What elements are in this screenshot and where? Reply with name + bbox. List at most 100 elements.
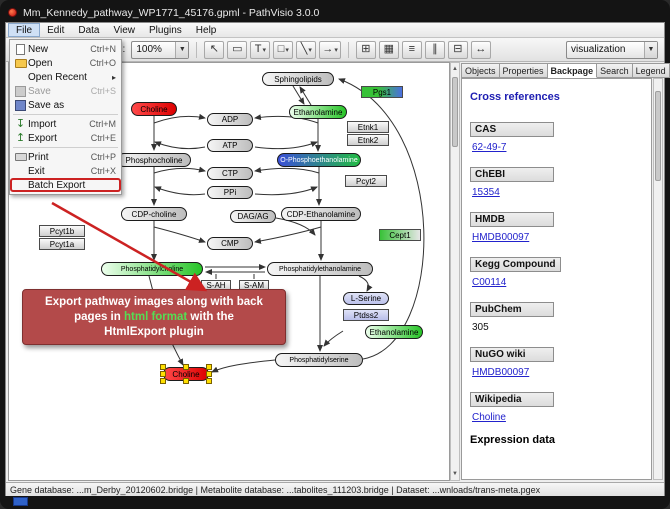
menu-separator xyxy=(13,114,118,115)
node-ethanolamine[interactable]: Ethanolamine xyxy=(365,325,423,339)
canvas-vertical-scrollbar[interactable]: ▲ ▼ xyxy=(450,62,460,481)
node-cdp-ethanolamine[interactable]: CDP-Ethanolamine xyxy=(281,207,361,221)
node-sphingolipids[interactable]: Sphingolipids xyxy=(262,72,334,86)
label-tool-button[interactable]: T▾ xyxy=(250,40,271,59)
menu-item-open-recent[interactable]: Open Recent▸ xyxy=(10,70,121,84)
arrow-tool-button[interactable]: →▾ xyxy=(319,40,341,59)
annotation-highlight: html format xyxy=(123,310,188,323)
menu-item-batch-export[interactable]: Batch Export xyxy=(10,178,121,192)
reference-value: 305 xyxy=(472,322,489,333)
selection-handle[interactable] xyxy=(206,371,212,377)
line-tool-button[interactable]: ╲▾ xyxy=(296,40,317,59)
pointer-tool-button[interactable]: ↖ xyxy=(204,40,225,59)
background-window-fragment xyxy=(13,497,28,506)
align-button[interactable]: ⊞ xyxy=(355,40,376,59)
node-pcyt2[interactable]: Pcyt2 xyxy=(345,175,387,187)
scrollbar-thumb[interactable] xyxy=(655,91,661,181)
node-ptdss2[interactable]: Ptdss2 xyxy=(343,309,389,321)
chevron-down-icon[interactable]: ▼ xyxy=(175,41,189,58)
datanode-tool-button[interactable]: ▭ xyxy=(227,40,248,59)
menu-item-save-as[interactable]: Save as xyxy=(10,98,121,112)
align-icon: ⊞ xyxy=(361,43,371,55)
reference-value[interactable]: C00114 xyxy=(472,277,507,288)
reference-value[interactable]: Choline xyxy=(472,412,506,423)
chevron-down-icon[interactable]: ▼ xyxy=(644,41,657,58)
node-ppi[interactable]: PPi xyxy=(207,186,253,199)
stack-button[interactable]: ▦ xyxy=(378,40,399,59)
menu-file[interactable]: File xyxy=(8,23,41,37)
scroll-down-icon[interactable]: ▼ xyxy=(452,471,458,477)
pathway-edges xyxy=(148,78,425,373)
menu-plugins[interactable]: Plugins xyxy=(148,24,182,36)
reference-section: HMDB HMDB00097 xyxy=(470,209,645,243)
node-o-phosphoethanolamine[interactable]: O-Phosphoethanolamine xyxy=(277,153,361,167)
shape-tool-button[interactable]: □▾ xyxy=(273,40,294,59)
node-pcyt1a[interactable]: Pcyt1a xyxy=(39,238,85,250)
visualization-combobox[interactable]: visualization ▼ xyxy=(566,40,658,59)
node-l-serine[interactable]: L-Serine xyxy=(343,292,389,305)
reference-value[interactable]: HMDB00097 xyxy=(472,232,530,243)
node-cept1[interactable]: Cept1 xyxy=(379,229,421,241)
scroll-up-icon[interactable]: ▲ xyxy=(452,66,458,72)
node-cmp[interactable]: CMP xyxy=(207,237,253,250)
group-button[interactable]: ⊟ xyxy=(447,40,468,59)
node-etnk1[interactable]: Etnk1 xyxy=(347,121,389,133)
menu-data[interactable]: Data xyxy=(78,24,100,36)
scrollbar-thumb[interactable] xyxy=(452,77,458,147)
selection-handle[interactable] xyxy=(160,364,166,370)
reference-value[interactable]: 15354 xyxy=(472,187,500,198)
node-pcyt1b[interactable]: Pcyt1b xyxy=(39,225,85,237)
menu-item-label: Exit xyxy=(28,165,45,177)
distribute-button[interactable]: ≡ xyxy=(401,40,422,59)
reference-value[interactable]: HMDB00097 xyxy=(472,367,530,378)
node-dag-ag[interactable]: DAG/AG xyxy=(230,210,276,223)
stack-icon: ▦ xyxy=(383,43,395,55)
menu-view[interactable]: View xyxy=(113,24,135,36)
sidebar-scrollbar[interactable] xyxy=(653,78,663,480)
app-icon xyxy=(8,8,17,17)
title-bar: Mm_Kennedy_pathway_WP1771_45176.gpml - P… xyxy=(8,4,662,21)
selection-handle[interactable] xyxy=(183,378,189,384)
annotation-line2: pages in html format with the xyxy=(74,310,234,325)
selection-handle[interactable] xyxy=(160,371,166,377)
menu-help[interactable]: Help xyxy=(195,24,217,36)
group-icon: ⊟ xyxy=(453,43,463,55)
node-phosphatidylethanolamine[interactable]: Phosphatidylethanolamine xyxy=(267,262,373,276)
node-adp[interactable]: ADP xyxy=(207,113,253,126)
resize-button[interactable]: ↔ xyxy=(470,40,491,59)
reference-name: HMDB xyxy=(470,212,554,227)
node-cdp-choline[interactable]: CDP-choline xyxy=(121,207,187,221)
node-phosphatidylcholine[interactable]: Phosphatidylcholine xyxy=(101,262,203,276)
node-atp[interactable]: ATP xyxy=(207,139,253,152)
node-ethanolamine[interactable]: Ethanolamine xyxy=(289,105,347,119)
selection-handle[interactable] xyxy=(160,378,166,384)
tab-properties[interactable]: Properties xyxy=(499,63,548,78)
node-phosphocholine[interactable]: Phosphocholine xyxy=(117,153,191,167)
tab-search[interactable]: Search xyxy=(597,63,633,78)
zoom-combobox[interactable]: 100% ▼ xyxy=(131,40,190,59)
tab-objects[interactable]: Objects xyxy=(461,63,500,78)
selection-handle[interactable] xyxy=(206,378,212,384)
reference-value[interactable]: 62-49-7 xyxy=(472,142,507,153)
tab-backpage[interactable]: Backpage xyxy=(547,63,598,78)
menu-item-shortcut: Ctrl+O xyxy=(89,58,116,68)
node-choline[interactable]: Choline xyxy=(131,102,177,116)
spread-button[interactable]: ∥ xyxy=(424,40,445,59)
selection-handle[interactable] xyxy=(183,364,189,370)
tab-legend[interactable]: Legend xyxy=(632,63,670,78)
node-etnk2[interactable]: Etnk2 xyxy=(347,134,389,146)
menu-edit[interactable]: Edit xyxy=(47,24,65,36)
node-phosphatidylserine[interactable]: Phosphatidylserine xyxy=(275,353,363,367)
selection-handle[interactable] xyxy=(206,364,212,370)
node-ctp[interactable]: CTP xyxy=(207,167,253,180)
node-pgs1[interactable]: Pgs1 xyxy=(361,86,403,98)
